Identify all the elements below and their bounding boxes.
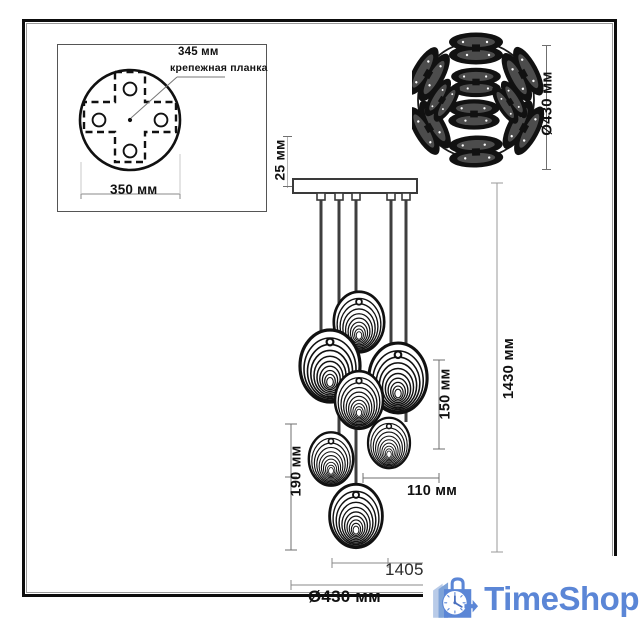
total-height-label: 1430 мм: [500, 337, 518, 400]
shade-diameter-tick-bottom: [542, 169, 551, 170]
pendant-shade-p5: [366, 416, 412, 470]
canopy-offset-extension: [287, 136, 288, 188]
pendant-shade-p6: [307, 431, 355, 487]
shade-sphere-detail: [412, 32, 544, 169]
shade-diameter-dim-line: [546, 45, 547, 169]
pendant-shade-p7: [328, 482, 384, 550]
timeshop-watermark: TimeShop: [423, 556, 639, 640]
mount-plate-diagram: [78, 68, 225, 199]
horizontal-spacing-110-label: 110 мм: [407, 483, 458, 499]
pendant-shade-p3: [333, 369, 385, 431]
mount-plate-note-label: крепежная планка: [170, 62, 268, 74]
shade-diameter-tick-top: [542, 45, 551, 46]
vertical-offset-150-label: 150 мм: [437, 368, 454, 420]
overall-diameter-430-label: Ø430 мм: [308, 587, 381, 606]
mount-plate-350-label: 350 мм: [110, 182, 158, 197]
canopy-offset-tick-bottom: [283, 186, 292, 187]
mount-plate-345-label: 345 мм: [178, 46, 219, 58]
canopy-offset-tick-top: [283, 136, 292, 137]
shopping-bag-with-clock-icon: [433, 577, 479, 618]
vertical-offset-190-label: 190 мм: [288, 445, 305, 497]
width-1405-label: 1405: [385, 560, 424, 579]
timeshop-logo-text: TimeShop: [484, 579, 639, 617]
